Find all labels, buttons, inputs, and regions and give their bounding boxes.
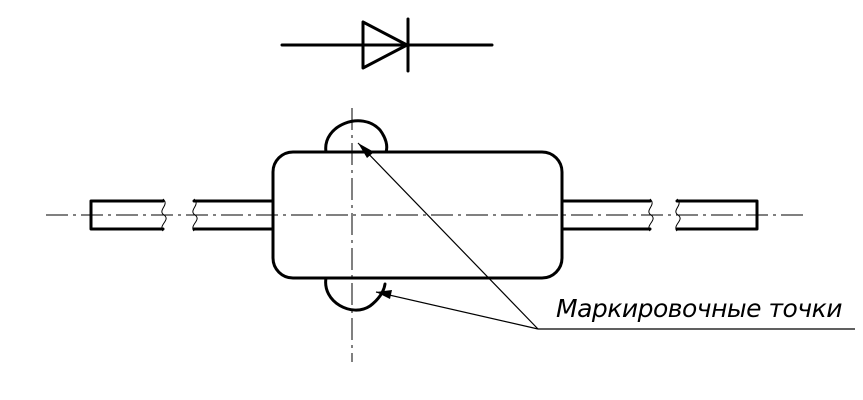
lead-right <box>561 198 759 232</box>
marking-dot-bottom <box>324 276 387 312</box>
lead-right-break-1 <box>648 198 654 232</box>
lead-right-inner <box>561 199 652 231</box>
lead-left-outer <box>89 199 165 231</box>
diode-body <box>271 150 564 280</box>
leader-arrow-bottom <box>376 290 392 299</box>
lead-left <box>89 198 274 232</box>
lead-left-inner <box>192 199 274 231</box>
leader-line-top <box>357 142 539 330</box>
leader-line-bottom <box>375 291 539 330</box>
lead-right-break-2 <box>675 198 681 232</box>
lead-left-break-1 <box>161 198 167 232</box>
diode-symbol-triangle <box>361 20 409 70</box>
lead-right-outer <box>675 199 759 231</box>
leader-arrow-top <box>358 143 374 158</box>
diode-symbol <box>280 17 494 73</box>
marking-dots-label: Маркировочные точки <box>556 294 842 323</box>
marking-dot-top <box>324 119 389 154</box>
lead-left-break-2 <box>192 198 198 232</box>
